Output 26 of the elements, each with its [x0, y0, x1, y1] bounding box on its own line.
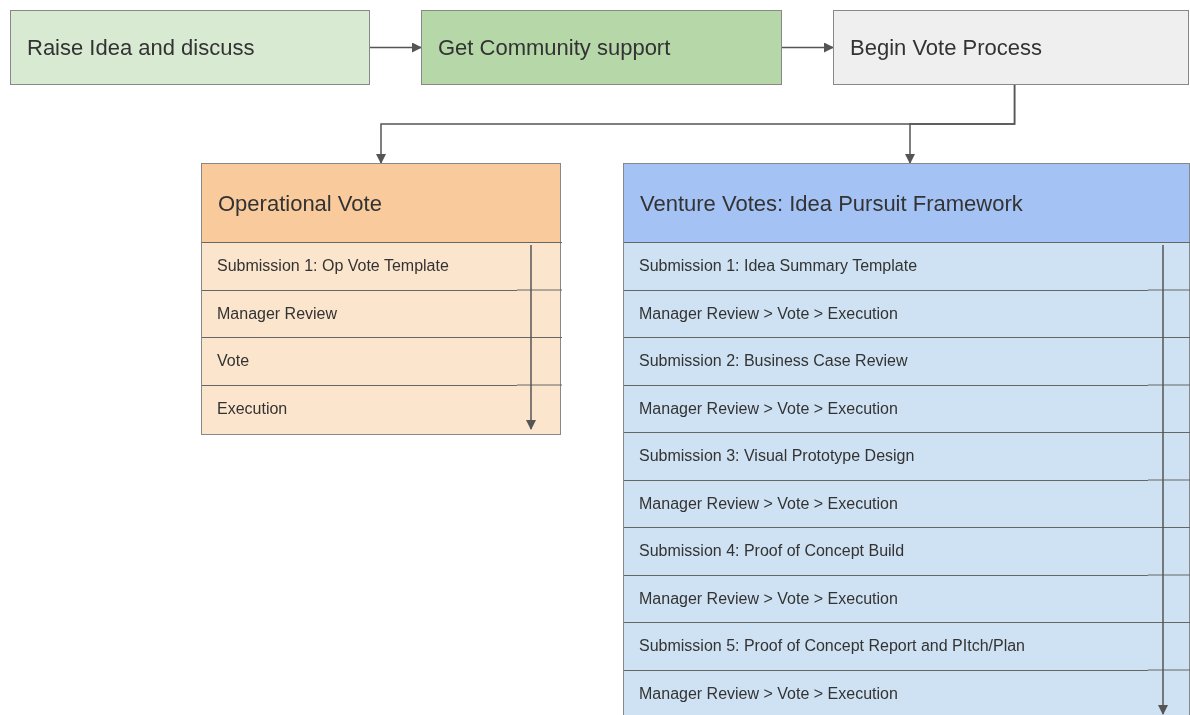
step-row: Vote — [202, 337, 517, 385]
step-row: Submission 4: Proof of Concept Build — [624, 527, 1148, 575]
arrow — [905, 84, 1016, 164]
step-row: Manager Review > Vote > Execution — [624, 384, 1148, 432]
process-box: Get Community support — [421, 10, 782, 85]
stage-table — [623, 163, 1190, 715]
arrow — [781, 42, 834, 53]
step-row: Submission 1: Idea Summary Template — [624, 242, 1148, 290]
process-box: Raise Idea and discuss — [10, 10, 370, 85]
step-row: Manager Review > Vote > Execution — [624, 669, 1148, 715]
step-row: Manager Review > Vote > Execution — [624, 574, 1148, 622]
process-box: Begin Vote Process — [833, 10, 1189, 85]
step-row: Submission 5: Proof of Concept Report and PItch/Plan — [624, 622, 1148, 670]
table-heading: Operational Vote — [202, 164, 560, 242]
arrow — [526, 244, 536, 430]
step-row: Submission 1: Op Vote Template — [202, 242, 517, 290]
stage-table — [201, 163, 561, 435]
step-row: Execution — [202, 384, 517, 432]
arrow — [1158, 244, 1168, 715]
step-row: Manager Review > Vote > Execution — [624, 479, 1148, 527]
arrow — [369, 42, 422, 53]
table-heading: Venture Votes: Idea Pursuit Framework — [624, 164, 1189, 242]
step-row: Submission 2: Business Case Review — [624, 337, 1148, 385]
step-row: Submission 3: Visual Prototype Design — [624, 432, 1148, 480]
step-row: Manager Review > Vote > Execution — [624, 289, 1148, 337]
step-row: Manager Review — [202, 289, 517, 337]
